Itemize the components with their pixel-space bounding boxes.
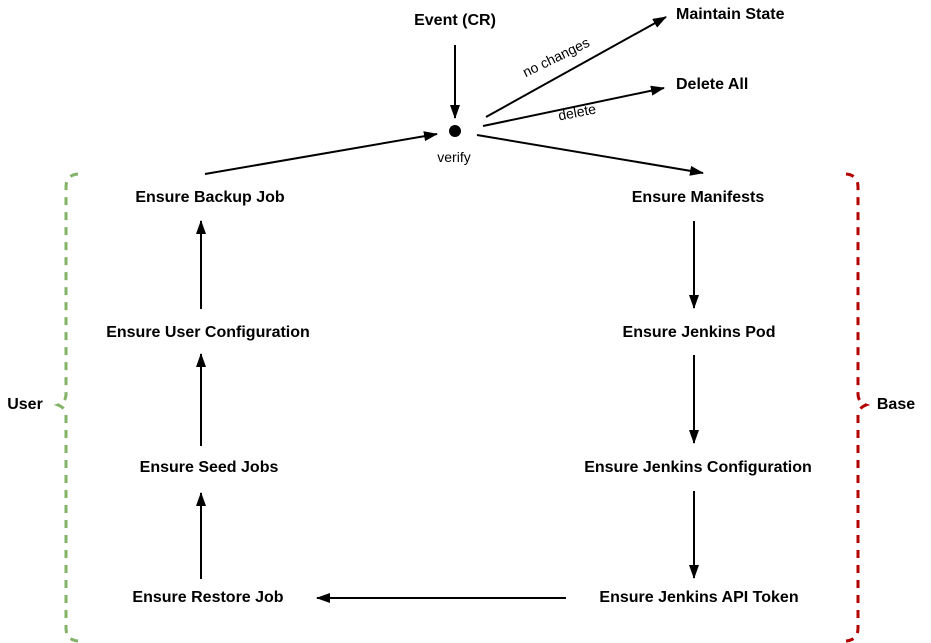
node-event-cr: Event (CR) xyxy=(414,12,496,29)
node-ensure-backup-job: Ensure Backup Job xyxy=(135,189,285,206)
node-ensure-jenkins-pod: Ensure Jenkins Pod xyxy=(622,324,776,341)
node-ensure-user-configuration: Ensure User Configuration xyxy=(106,324,310,341)
edge-verify-to-ensure-manifests xyxy=(476,134,704,176)
base-group-label: Base xyxy=(876,396,916,413)
user-group-label: User xyxy=(7,396,43,413)
node-ensure-manifests: Ensure Manifests xyxy=(631,189,765,206)
user-group-bracket xyxy=(53,172,79,643)
node-ensure-seed-jobs: Ensure Seed Jobs xyxy=(139,459,279,476)
node-delete-all: Delete All xyxy=(676,76,749,93)
node-ensure-jenkins-api-token: Ensure Jenkins API Token xyxy=(599,589,799,606)
base-group-bracket xyxy=(845,172,871,643)
verify-junction-dot xyxy=(449,125,461,137)
node-maintain-state: Maintain State xyxy=(676,6,785,23)
edge-verify-to-maintain-state xyxy=(485,16,667,118)
edge-label-verify: verify xyxy=(437,149,471,165)
edge-backup-job-to-verify xyxy=(204,131,438,175)
node-ensure-restore-job: Ensure Restore Job xyxy=(132,589,284,606)
edge-verify-to-delete-all xyxy=(482,85,665,127)
node-ensure-jenkins-configuration: Ensure Jenkins Configuration xyxy=(584,459,812,476)
